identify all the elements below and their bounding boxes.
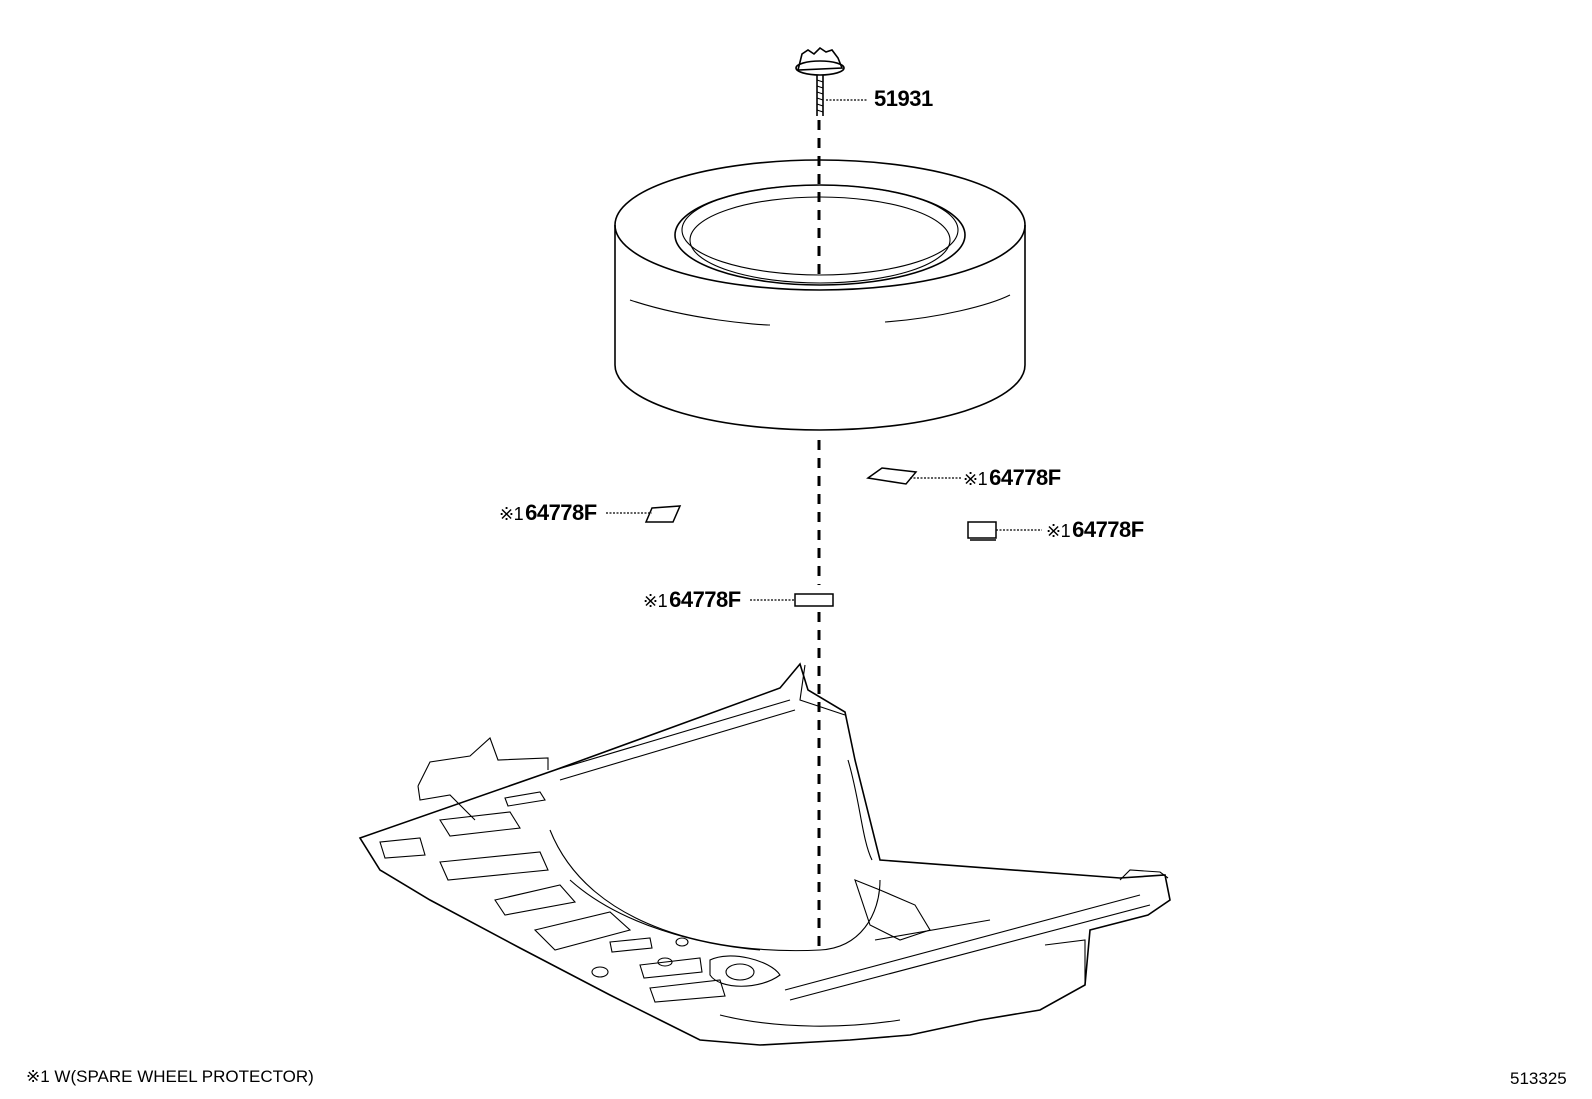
part-number: 64778F (669, 587, 741, 612)
spare-wheel-protector-pads (606, 467, 1042, 607)
part-number: 64778F (1072, 517, 1144, 542)
note-mark: ※1 (499, 504, 524, 524)
note-mark: ※1 (1046, 521, 1071, 541)
spare-tire (614, 159, 1026, 431)
part-number: 51931 (874, 86, 933, 111)
part-number: 64778F (989, 465, 1061, 490)
part-callout-51931: 51931 (872, 88, 933, 110)
part-number: 64778F (525, 500, 597, 525)
part-callout-64778f-center: ※164778F (643, 589, 741, 611)
note-mark: ※1 (643, 591, 668, 611)
note-mark: ※1 (963, 469, 988, 489)
part-callout-64778f-upper-right: ※164778F (963, 467, 1061, 489)
illustration-number: 513325 (1510, 1069, 1567, 1088)
footnote: ※1 W(SPARE WHEEL PROTECTOR) (26, 1067, 314, 1086)
part-callout-64778f-left: ※164778F (499, 502, 597, 524)
part-callout-64778f-right: ※164778F (1046, 519, 1144, 541)
spare-wheel-hold-down-bolt (795, 46, 868, 116)
rear-floor-pan (358, 662, 1171, 1046)
